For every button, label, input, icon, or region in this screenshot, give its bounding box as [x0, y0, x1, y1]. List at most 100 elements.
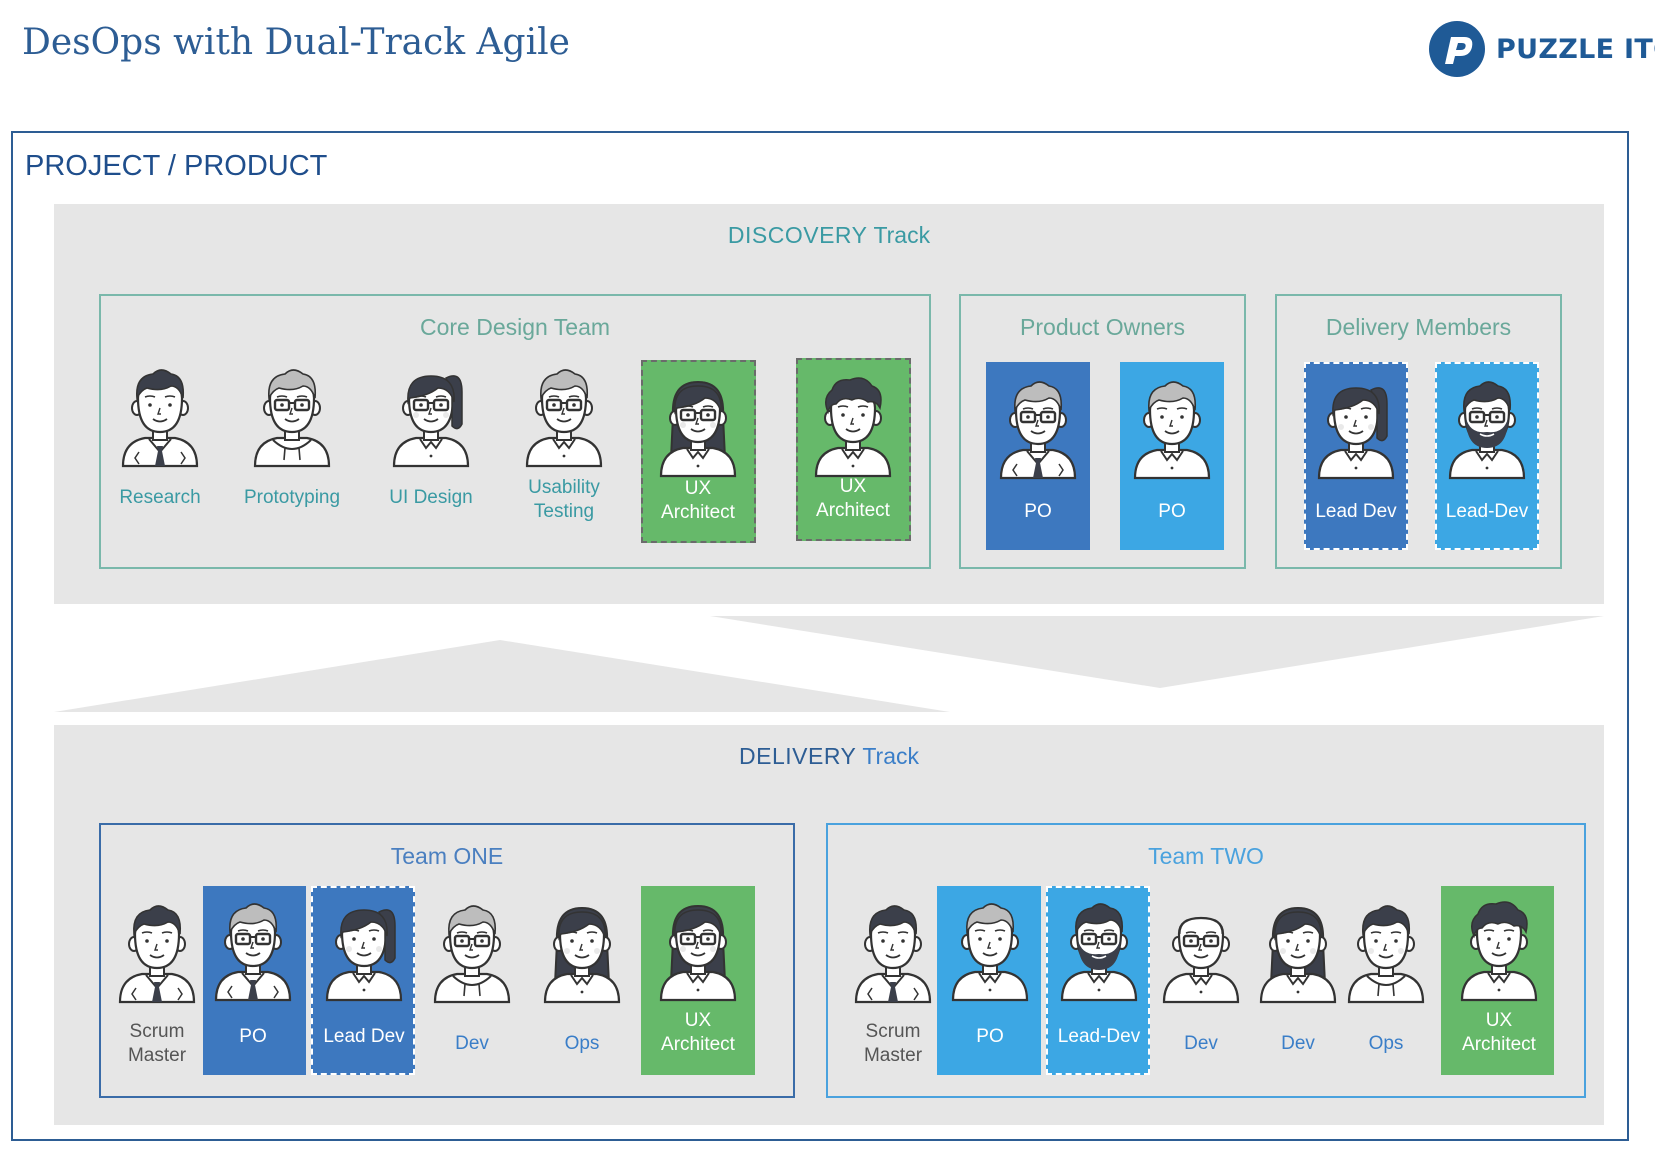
delivery-2-member-4-label-line: Dev — [1184, 1033, 1218, 1054]
man-beard-glasses-avatar — [1060, 903, 1138, 1002]
man-glasses-avatar — [525, 369, 603, 468]
delivery-2-member-2-label: PO — [976, 1025, 1003, 1049]
discovery-2-member-2-label: PO — [1158, 500, 1185, 524]
discovery-3-member-1-label: Lead Dev — [1315, 500, 1396, 524]
discovery-1-member-4-avatar-holder — [521, 362, 607, 468]
discovery-2-member-2-avatar-holder — [1129, 374, 1215, 480]
man-tie-avatar — [121, 369, 199, 468]
discovery-3-member-1-label-line: Lead Dev — [1315, 501, 1397, 522]
company-logo: PUZZLE ITC — [1428, 20, 1655, 78]
discovery-2-member-2-label-line: PO — [1158, 501, 1186, 522]
delivery-team-2 — [826, 823, 1586, 1098]
delivery-1-member-5-avatar-holder — [539, 898, 625, 1004]
man-glasses-tie-avatar — [999, 381, 1077, 480]
discovery-group-title-2: Product Owners — [1020, 314, 1185, 340]
discovery-1-member-3-label: UI Design — [389, 486, 472, 510]
delivery-2-member-2-avatar-holder — [947, 896, 1033, 1002]
man-tie-avatar — [854, 905, 932, 1004]
discovery-3-member-2-avatar-holder — [1444, 374, 1530, 480]
delivery-2-member-7-avatar-holder — [1456, 896, 1542, 1002]
man-bald-glasses-avatar — [1162, 916, 1240, 1004]
delivery-2-member-5-label-line: Dev — [1281, 1033, 1315, 1054]
delivery-2-member-7-label-line: Architect — [1462, 1034, 1536, 1055]
discovery-group-title-3: Delivery Members — [1325, 314, 1512, 340]
discovery-1-member-1-avatar-holder — [117, 362, 203, 468]
delivery-1-member-3-label: Lead Dev — [323, 1025, 404, 1049]
project-label: PROJECT / PRODUCT — [25, 150, 328, 182]
discovery-1-member-4-label-line: Usability — [528, 477, 600, 498]
delivery-2-member-1-label-line: Scrum — [865, 1021, 921, 1042]
discovery-2-member-1-label-line: PO — [1024, 501, 1052, 522]
discovery-1-member-1-label-line: Research — [119, 487, 201, 508]
discovery-1-member-1-label: Research — [119, 486, 200, 510]
discovery-1-member-2-label-line: Prototyping — [243, 487, 341, 508]
delivery-team-1 — [99, 823, 795, 1098]
man-glasses-hoodie-avatar — [433, 905, 511, 1004]
delivery-1-member-2-label: PO — [239, 1025, 266, 1049]
discovery-track-title: DISCOVERY Track — [728, 222, 930, 249]
delivery-1-member-4-label: Dev — [455, 1032, 489, 1056]
man-shirt-avatar — [951, 903, 1029, 1002]
discovery-group-2 — [959, 294, 1246, 569]
discovery-1-member-6-avatar-holder — [810, 372, 896, 478]
discovery-group-1 — [99, 294, 931, 569]
discovery-1-member-2-label: Prototyping — [244, 486, 340, 510]
logo-text: PUZZLE ITC — [1496, 33, 1655, 65]
delivery-2-member-1-label-line: Master — [863, 1045, 923, 1066]
man-glasses-hoodie-avatar — [253, 369, 331, 468]
woman-glasses-avatar — [659, 380, 737, 478]
delivery-team-title-2: Team TWO — [1148, 843, 1264, 869]
delivery-title-strong: DELIVERY — [739, 743, 857, 769]
woman-ponytail-glasses-avatar — [392, 375, 470, 468]
discovery-2-member-1-avatar-holder — [995, 374, 1081, 480]
man-curly-avatar — [814, 377, 892, 478]
woman-ponytail-avatar — [325, 909, 403, 1002]
man-shirt-avatar — [1133, 381, 1211, 480]
delivery-1-member-6-label-line: UX — [684, 1010, 712, 1031]
man-beard-glasses-avatar — [1448, 381, 1526, 480]
puzzle-logo-icon — [1429, 21, 1485, 77]
delivery-2-member-3-label: Lead-Dev — [1058, 1025, 1140, 1049]
discovery-1-member-3-avatar-holder — [388, 362, 474, 468]
delivery-1-member-6-label-line: Architect — [661, 1034, 735, 1055]
delivery-2-member-1-avatar-holder — [850, 898, 936, 1004]
discovery-title-strong: DISCOVERY — [727, 222, 868, 248]
project-frame — [11, 131, 1629, 1141]
man-curly-avatar — [1460, 901, 1538, 1002]
delivery-1-member-1-label-line: Scrum — [129, 1021, 185, 1042]
delivery-2-member-3-avatar-holder — [1056, 896, 1142, 1002]
woman-ponytail-avatar — [1317, 387, 1395, 480]
delivery-title-light: Track — [856, 743, 919, 769]
delivery-1-member-2-label-line: PO — [239, 1026, 267, 1047]
discovery-3-member-2-label-line: Lead-Dev — [1445, 501, 1529, 522]
woman-longhair-avatar — [543, 906, 621, 1004]
man-glasses-tie-avatar — [214, 903, 292, 1002]
page-title: DesOps with Dual-Track Agile — [22, 22, 570, 63]
discovery-1-member-3-label-line: UI Design — [389, 487, 473, 508]
discovery-2-member-1-label: PO — [1024, 500, 1051, 524]
delivery-1-member-1-avatar-holder — [114, 898, 200, 1004]
delivery-1-member-4-label-line: Dev — [455, 1033, 489, 1054]
discovery-1-member-5-avatar-holder — [655, 372, 741, 478]
delivery-2-member-5-avatar-holder — [1255, 898, 1341, 1004]
delivery-1-member-6-avatar-holder — [655, 896, 741, 1002]
delivery-2-member-6-label: Ops — [1369, 1032, 1404, 1056]
delivery-2-member-6-label-line: Ops — [1368, 1033, 1404, 1054]
discovery-title-light: Track — [867, 222, 931, 248]
delivery-1-member-2-avatar-holder — [210, 896, 296, 1002]
delivery-2-member-3-label-line: Lead-Dev — [1057, 1026, 1141, 1047]
discovery-1-member-6-label-line: Architect — [816, 500, 890, 521]
man-hoodie-avatar — [1347, 905, 1425, 1004]
delivery-1-member-5-label: Ops — [565, 1032, 600, 1056]
woman-glasses-avatar — [659, 904, 737, 1002]
delivery-2-member-2-label-line: PO — [976, 1026, 1004, 1047]
discovery-1-member-4-label-line: Testing — [533, 501, 595, 522]
delivery-2-member-4-label: Dev — [1184, 1032, 1218, 1056]
delivery-1-member-3-label-line: Lead Dev — [323, 1026, 405, 1047]
